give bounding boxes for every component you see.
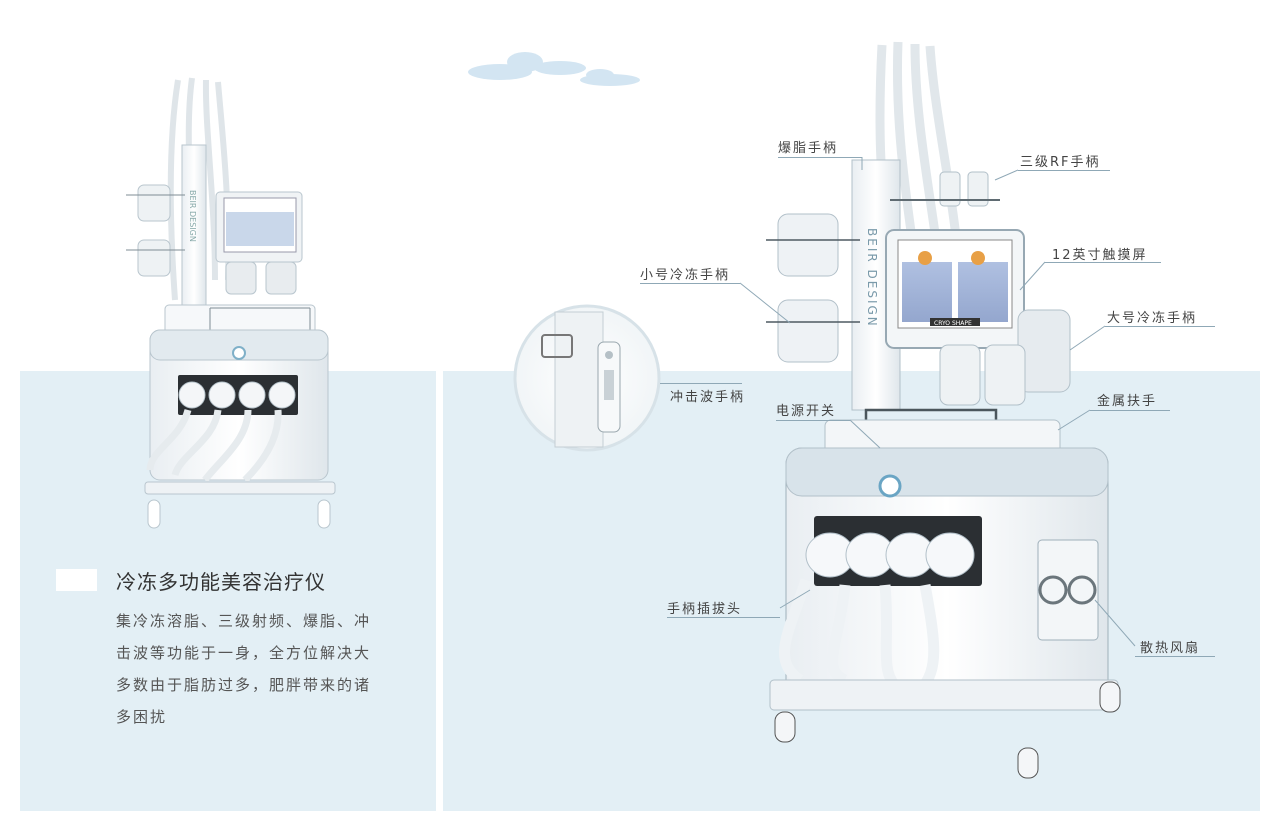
callout-underline — [640, 283, 740, 284]
callout-underline — [660, 383, 742, 384]
product-description: 集冷冻溶脂、三级射频、爆脂、冲 击波等功能于一身，全方位解决大 多数由于脂肪过多… — [116, 605, 406, 733]
description-line: 多困扰 — [116, 708, 168, 726]
description-line: 击波等功能于一身，全方位解决大 — [116, 644, 372, 662]
callout-large-cryo-handle: 大号冷冻手柄 — [1107, 311, 1198, 326]
right-device: BEIR DESIGN CRYO SHAPE — [766, 41, 1121, 779]
callout-power-switch: 电源开关 — [776, 404, 837, 419]
callout-underline — [1105, 326, 1215, 327]
shockwave-handle-zoom — [513, 304, 661, 452]
title-swatch — [56, 569, 97, 591]
callout-touchscreen: 12英寸触摸屏 — [1052, 248, 1148, 263]
callout-underline — [1045, 262, 1161, 263]
callout-underline — [1135, 656, 1215, 657]
callout-metal-handrail: 金属扶手 — [1097, 394, 1158, 409]
screen-brand: CRYO SHAPE — [934, 320, 972, 327]
cloud-decoration — [468, 52, 640, 86]
callout-leaders — [739, 157, 1136, 647]
callout-rf-handle: 三级RF手柄 — [1020, 155, 1101, 170]
product-title: 冷冻多功能美容治疗仪 — [116, 570, 326, 594]
callout-underline — [1090, 410, 1170, 411]
callout-underline — [1018, 170, 1110, 171]
callout-handle-plug: 手柄插拔头 — [667, 602, 743, 617]
callout-shockwave-handle: 冲击波手柄 — [670, 390, 746, 405]
callout-explosion-handle: 爆脂手柄 — [778, 141, 839, 156]
callout-underline — [776, 420, 850, 421]
description-line: 集冷冻溶脂、三级射频、爆脂、冲 — [116, 612, 372, 630]
callout-small-cryo-handle: 小号冷冻手柄 — [640, 268, 731, 283]
left-device: BEIR DESIGN — [126, 77, 336, 529]
description-line: 多数由于脂肪过多，肥胖带来的诸 — [116, 676, 372, 694]
callout-underline — [667, 617, 780, 618]
callout-underline — [778, 157, 862, 158]
callout-cooling-fan: 散热风扇 — [1140, 641, 1201, 656]
column-branding: BEIR DESIGN — [865, 228, 879, 328]
svg-text:BEIR DESIGN: BEIR DESIGN — [188, 190, 197, 242]
